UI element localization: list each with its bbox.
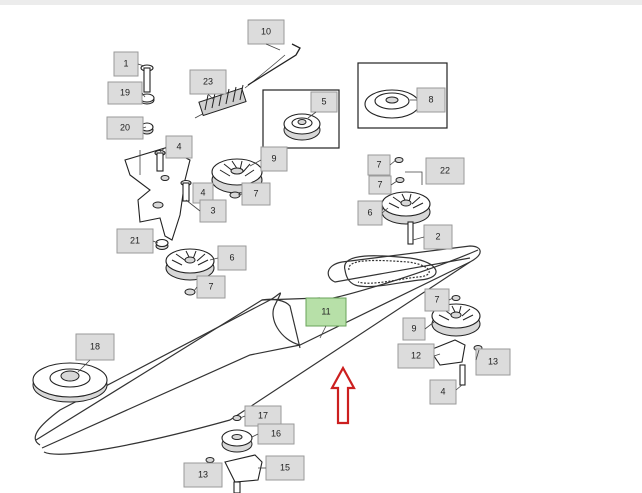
callout-6-left[interactable]: 6 (217, 245, 247, 271)
callout-13-right[interactable]: 13 (475, 348, 511, 376)
callout-22[interactable]: 22 (425, 157, 465, 185)
svg-text:4: 4 (200, 187, 205, 197)
bolt-4-upper (154, 149, 166, 172)
leader-lines (77, 43, 480, 469)
inner-belt-loop (344, 255, 437, 288)
callout-5[interactable]: 5 (310, 91, 338, 113)
idler-bracket-3 (124, 147, 191, 241)
svg-text:17: 17 (258, 410, 268, 420)
callout-4-bottom[interactable]: 4 (429, 379, 457, 405)
svg-text:7: 7 (208, 281, 213, 291)
svg-text:11: 11 (321, 306, 330, 316)
svg-text:18: 18 (90, 341, 100, 351)
callout-21[interactable]: 21 (116, 228, 154, 254)
svg-text:10: 10 (261, 26, 271, 36)
callout-7-d[interactable]: 7 (368, 175, 392, 195)
pulley-18 (32, 362, 108, 403)
callout-9-upper[interactable]: 9 (260, 146, 288, 172)
callout-4-upper[interactable]: 4 (165, 135, 193, 159)
callout-7-a[interactable]: 7 (241, 182, 271, 206)
callout-7-c[interactable]: 7 (367, 154, 391, 176)
callout-3[interactable]: 3 (199, 199, 227, 223)
pulley-16 (205, 415, 263, 493)
top-edge-strip (0, 0, 642, 5)
red-indicator-arrow (330, 365, 356, 425)
main-belt-lower (43, 261, 471, 455)
svg-text:4: 4 (176, 141, 181, 151)
svg-text:1: 1 (123, 58, 128, 68)
callout-6-right[interactable]: 6 (357, 200, 383, 226)
pulley-6-right (381, 157, 431, 245)
bolt-1 (140, 64, 154, 93)
svg-text:15: 15 (280, 462, 290, 472)
rod-10 (247, 43, 301, 86)
callout-1[interactable]: 1 (113, 51, 139, 77)
svg-text:7: 7 (434, 294, 439, 304)
pulley-5-frame (262, 89, 340, 149)
callout-17[interactable]: 17 (244, 405, 282, 427)
callout-13-bottom[interactable]: 13 (183, 462, 223, 488)
svg-text:21: 21 (130, 235, 140, 245)
pulley-8-frame (357, 62, 448, 129)
svg-text:6: 6 (229, 252, 234, 262)
callout-16[interactable]: 16 (257, 423, 295, 445)
pulley-6-left (165, 248, 215, 296)
svg-text:23: 23 (203, 76, 213, 86)
callout-19[interactable]: 19 (107, 81, 143, 105)
svg-text:16: 16 (271, 428, 281, 438)
callout-18[interactable]: 18 (75, 333, 115, 361)
svg-text:5: 5 (321, 96, 326, 106)
callout-7-e[interactable]: 7 (424, 288, 450, 312)
svg-text:13: 13 (488, 356, 498, 366)
callout-11-highlighted[interactable]: 11 (305, 297, 347, 327)
svg-text:8: 8 (428, 94, 433, 104)
svg-text:19: 19 (120, 87, 130, 97)
pulley-8 (364, 89, 420, 119)
svg-text:22: 22 (440, 165, 450, 175)
bolt-4-lower (180, 179, 192, 202)
svg-text:12: 12 (411, 350, 421, 360)
svg-text:4: 4 (440, 386, 445, 396)
svg-text:7: 7 (253, 188, 258, 198)
svg-text:2: 2 (435, 231, 440, 241)
callout-8[interactable]: 8 (416, 87, 446, 113)
svg-text:9: 9 (271, 153, 276, 163)
pulley-5 (283, 113, 321, 141)
main-belt-outer (34, 245, 481, 446)
svg-text:3: 3 (210, 205, 215, 215)
nut-21 (155, 238, 169, 250)
callout-9-lower[interactable]: 9 (402, 317, 426, 341)
svg-text:6: 6 (367, 207, 372, 217)
callout-20[interactable]: 20 (106, 116, 144, 140)
callout-12[interactable]: 12 (397, 343, 435, 369)
svg-text:20: 20 (120, 122, 130, 132)
spring-23 (194, 54, 286, 119)
svg-text:7: 7 (377, 179, 382, 189)
callout-23[interactable]: 23 (189, 69, 227, 95)
svg-text:13: 13 (198, 469, 208, 479)
svg-text:7: 7 (376, 159, 381, 169)
callout-15[interactable]: 15 (265, 455, 305, 481)
callout-2[interactable]: 2 (423, 224, 453, 250)
callout-10[interactable]: 10 (247, 19, 285, 45)
callout-4-lower[interactable]: 4 (192, 182, 214, 204)
svg-text:9: 9 (411, 323, 416, 333)
pulley-9-lower (429, 295, 483, 386)
callout-7-b[interactable]: 7 (196, 275, 226, 299)
